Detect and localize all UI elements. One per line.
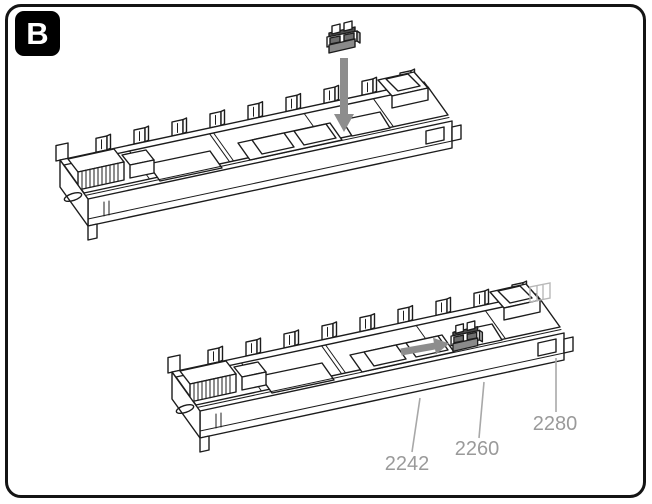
- connector-part-loose: [326, 20, 361, 54]
- part-number-callout: 2242: [385, 453, 430, 475]
- chassis-top: [55, 68, 462, 241]
- leader-line: [478, 381, 485, 439]
- ghost-clip: [529, 282, 551, 303]
- arrow-down-icon: [334, 58, 354, 132]
- leader-line: [411, 397, 421, 453]
- part-number-callout: 2260: [455, 438, 500, 460]
- arrow-right-icon: [400, 337, 450, 356]
- step-badge: B: [15, 11, 60, 56]
- part-number-callout: 2280: [533, 413, 578, 435]
- instruction-panel: [5, 4, 646, 498]
- chassis-bottom: [167, 280, 574, 453]
